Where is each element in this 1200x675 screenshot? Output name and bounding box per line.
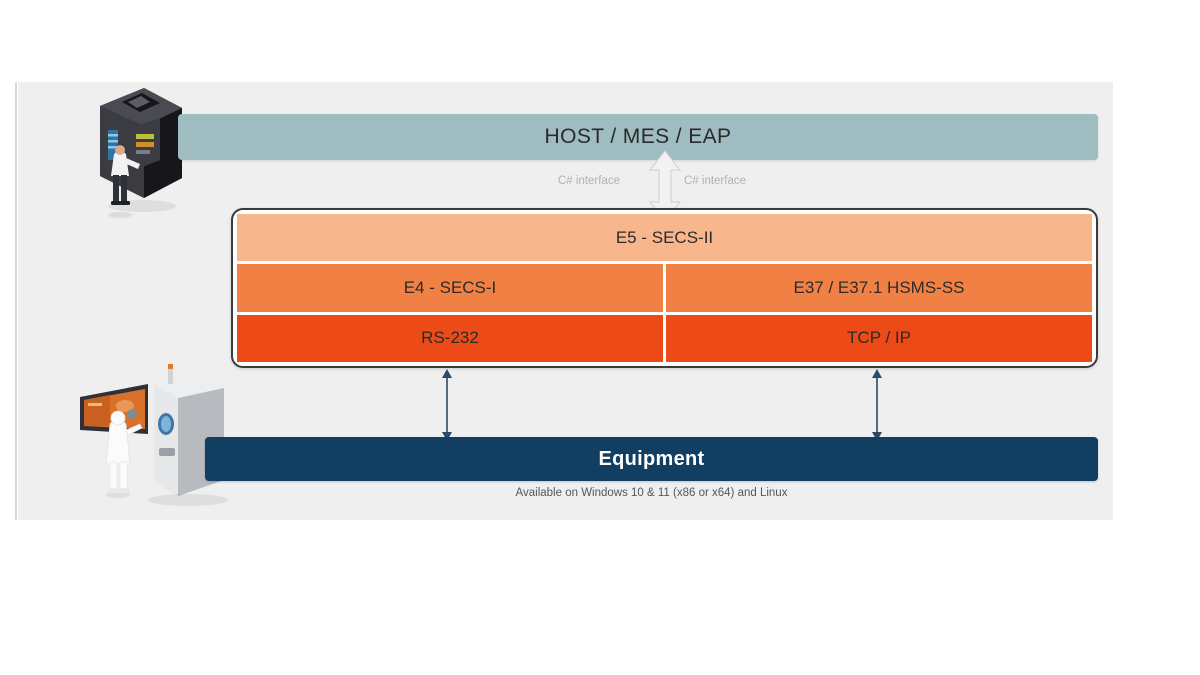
host-mes-eap-label: HOST / MES / EAP (544, 125, 732, 148)
tcpip-equipment-double-arrow-icon (872, 369, 882, 441)
stack-cell-label: RS-232 (421, 328, 479, 348)
csharp-interface-label-left: C# interface (558, 175, 621, 187)
platform-availability-note: Available on Windows 10 & 11 (x86 or x64… (515, 487, 788, 499)
protocol-stack: E5 - SECS-II E4 - SECS-I E37 / E37.1 HSM… (231, 208, 1098, 368)
stack-row-transport: E4 - SECS-I E37 / E37.1 HSMS-SS (237, 264, 1092, 312)
stack-row-physical: RS-232 TCP / IP (237, 314, 1092, 362)
stack-cell-e4-secs-i[interactable]: E4 - SECS-I (237, 264, 663, 312)
host-mes-eap-bar: HOST / MES / EAP (178, 114, 1098, 160)
stack-cell-rs-232[interactable]: RS-232 (237, 314, 663, 362)
panel-left-rule (15, 82, 17, 520)
csharp-interface-label-right: C# interface (684, 175, 747, 187)
stack-cell-label: E4 - SECS-I (403, 277, 497, 297)
equipment-bar: Equipment (205, 437, 1098, 481)
stack-row-secs-ii: E5 - SECS-II (237, 214, 1092, 262)
stack-cell-e5-secs-ii[interactable]: E5 - SECS-II (237, 214, 1092, 262)
stack-cell-tcp-ip[interactable]: TCP / IP (666, 314, 1092, 362)
stack-cell-label: TCP / IP (847, 328, 911, 348)
stack-cell-label: E37 / E37.1 HSMS-SS (793, 277, 965, 297)
server-rack-with-engineer-illustration (100, 88, 182, 218)
rs232-equipment-double-arrow-icon (442, 369, 452, 441)
stack-cell-e37-hsms-ss[interactable]: E37 / E37.1 HSMS-SS (666, 264, 1092, 312)
equipment-label: Equipment (598, 447, 705, 470)
stack-cell-label: E5 - SECS-II (615, 227, 714, 247)
